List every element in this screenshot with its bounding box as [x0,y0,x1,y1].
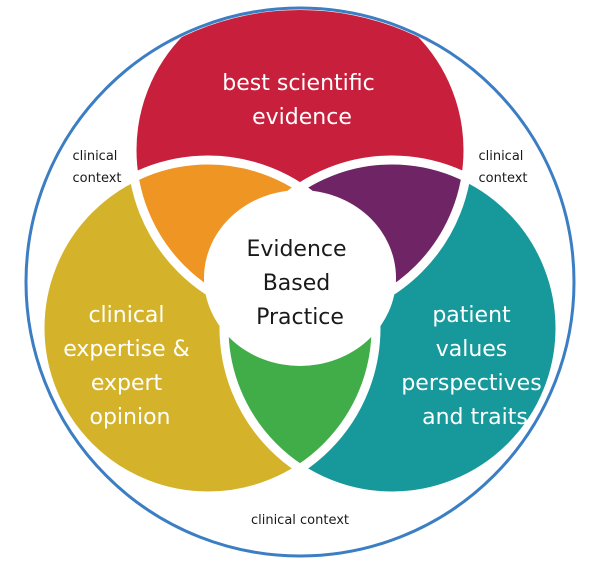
context-label-bottom: clinical context [251,513,349,528]
center-region [204,190,396,366]
context-label-top-left: clinical context [72,149,121,186]
science-label: best scientific evidence [222,71,381,130]
context-label-top-right: clinical context [478,149,527,186]
expertise-label: clinical expertise & expert opinion [63,303,197,430]
center-label: Evidence Based Practice [246,237,353,330]
patient-label: patient values perspectives and traits [401,303,548,430]
